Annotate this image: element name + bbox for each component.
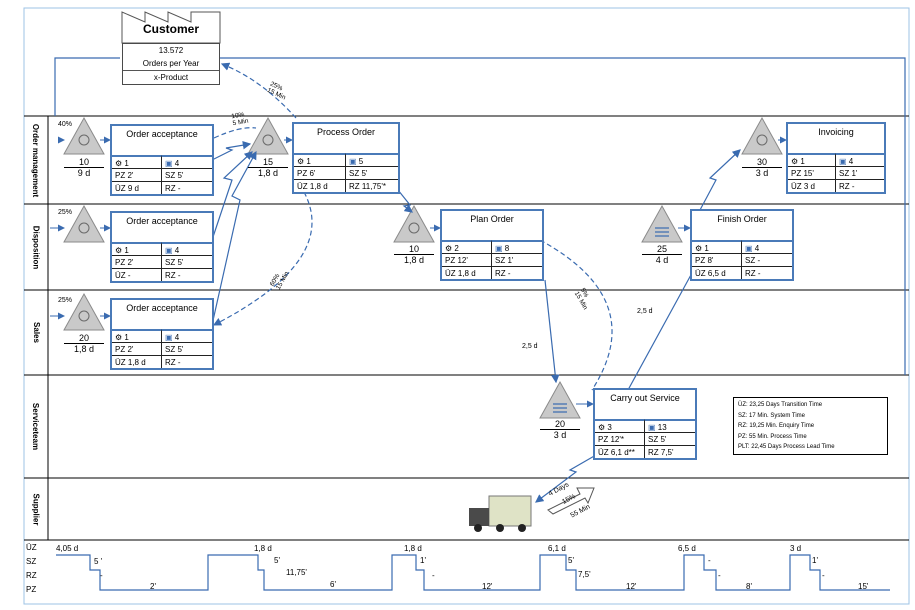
timeline-row-label: ÜZ	[26, 543, 37, 552]
process-order-acceptance: Order acceptance ⚙ 1 ▣ 4 PZ 2'SZ 5' ÜZ 9…	[110, 124, 214, 196]
timeline-value: 5'	[274, 556, 280, 565]
timeline-value: 12'	[626, 582, 637, 591]
timeline-value: -	[432, 571, 435, 580]
customer-orders-count: 13.572	[158, 46, 184, 55]
timeline-value: 12'	[482, 582, 493, 591]
person-icon	[78, 134, 768, 322]
timeline-value: 1'	[812, 556, 818, 565]
supplier-shipment-arrow	[547, 487, 595, 515]
timeline-row-label: RZ	[26, 571, 37, 580]
delay-label: 2,5 d	[637, 308, 653, 315]
timeline-value: 2'	[150, 582, 156, 591]
inventory-pct: 25%	[58, 209, 73, 216]
customer-factory-icon	[121, 11, 221, 44]
process-order-acceptance: Order acceptance ⚙ 1 ▣ 4 PZ 2'SZ 5' ÜZ -…	[110, 211, 214, 283]
process-order-acceptance: Order acceptance ⚙ 1 ▣ 4 PZ 2'SZ 5' ÜZ 1…	[110, 298, 214, 370]
timeline-value: 4,05 d	[56, 544, 79, 553]
customer-product: x-Product	[123, 70, 219, 84]
timeline-value: 6,1 d	[548, 544, 566, 553]
inventory-triangle	[63, 116, 783, 419]
timeline-value: 5'	[568, 556, 574, 565]
timeline-value: 1'	[420, 556, 426, 565]
lead-time-ladder	[56, 554, 890, 591]
customer-orders-unit: Orders per Year	[142, 59, 200, 68]
timeline-value: -	[708, 556, 711, 565]
customer-line-left	[54, 57, 120, 116]
summary-legend: ÜZ: 23,25 Days Transition Time SZ: 17 Mi…	[733, 397, 888, 455]
timeline-value: 11,75'	[286, 568, 307, 577]
lane-label: Order management	[31, 123, 41, 197]
process-carry-out-service: Carry out Service ⚙ 3 ▣ 13 PZ 12'*SZ 5' …	[593, 388, 697, 460]
timeline-value: -	[718, 571, 721, 580]
timeline-value: 15'	[858, 582, 869, 591]
flow-label: 10%5 Min	[230, 111, 250, 128]
timeline-value: 5 '	[94, 557, 103, 566]
customer-box: 13.572 Orders per Year x-Product	[122, 43, 220, 85]
customer-line-right	[220, 57, 906, 375]
timeline-row-label: SZ	[26, 557, 37, 566]
customer-title: Customer	[142, 22, 199, 36]
timeline-value: 1,8 d	[404, 544, 422, 553]
lane-label: Serviceteam	[31, 402, 41, 451]
timeline-value: 3 d	[790, 544, 802, 553]
lane-label: Sales	[31, 322, 41, 343]
timeline-value: 7,5'	[578, 570, 591, 579]
lane-label: Supplier	[31, 492, 41, 526]
list-icon	[553, 227, 669, 413]
inventory-pct: 25%	[58, 297, 73, 304]
timeline-value: -	[822, 571, 825, 580]
truck-icon	[469, 495, 532, 532]
lane-label: Disposition	[31, 225, 41, 269]
timeline-value: 1,8 d	[254, 544, 272, 553]
timeline-row-label: PZ	[26, 585, 37, 594]
process-process-order: Process Order ⚙ 1 ▣ 5 PZ 6'SZ 5' ÜZ 1,8 …	[292, 122, 400, 194]
timeline-value: 6,5 d	[678, 544, 696, 553]
delay-label: 2,5 d	[522, 343, 538, 350]
timeline-value: 8'	[746, 582, 752, 591]
inventory-pct: 40%	[58, 121, 73, 128]
timeline-value: 6'	[330, 580, 336, 589]
timeline-value: -	[100, 571, 103, 580]
outer-frame	[23, 7, 910, 605]
